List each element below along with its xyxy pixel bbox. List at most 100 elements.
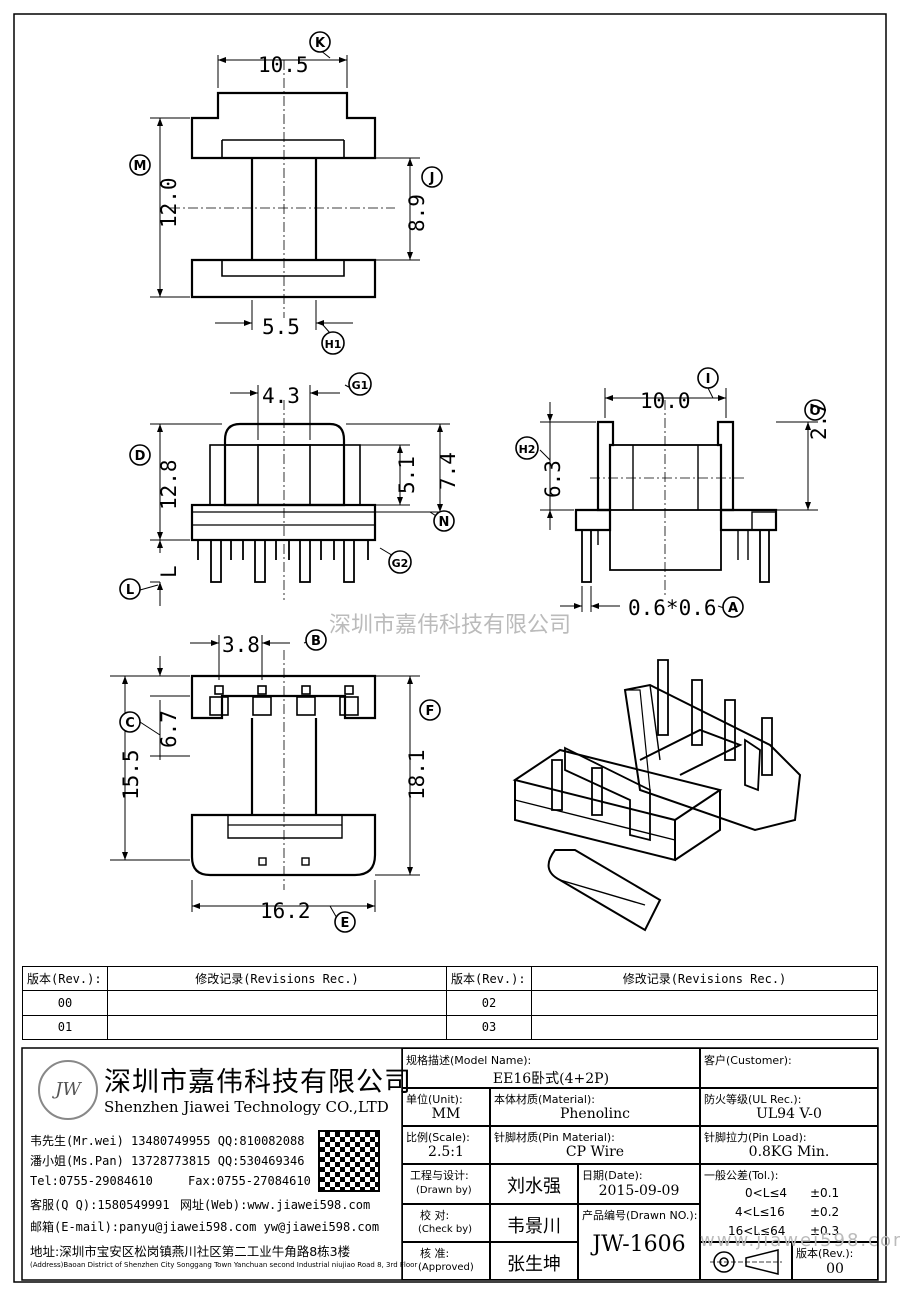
appr-value: 张生坤 [507, 1254, 561, 1275]
scale-label: 比例(Scale): [406, 1131, 470, 1144]
cell-appr-value [490, 1242, 578, 1280]
view-bottom [190, 650, 377, 890]
tol2-range: 4<L≤16 [735, 1205, 785, 1219]
check-value: 韦景川 [507, 1216, 561, 1237]
svg-text:E: E [341, 916, 350, 931]
tol1-range: 0<L≤4 [745, 1186, 788, 1200]
rev-value: 00 [826, 1261, 844, 1277]
tol3-value: ±0.3 [810, 1224, 840, 1238]
email: 邮箱(E-mail):panyu@jiawei598.com yw@jiawei… [30, 1220, 380, 1234]
revisions-table: 版本(Rev.): 修改记录(Revisions Rec.) 版本(Rev.):… [22, 965, 878, 1041]
rev-03: 03 [446, 1014, 532, 1041]
contact-pan: 潘小姐(Ms.Pan) 13728773815 QQ:530469346 [30, 1154, 305, 1168]
svg-text:L: L [126, 583, 134, 598]
drawn-label-en: (Drawn by) [416, 1185, 472, 1196]
cell-projection [700, 1242, 792, 1280]
address-en: (Address)Baoan District of Shenzhen City… [30, 1261, 418, 1269]
marker-B: B [305, 629, 327, 651]
ul-label: 防火等级(UL Rec.): [704, 1093, 802, 1106]
cell-material [490, 1088, 700, 1126]
cell-drawn-label [402, 1164, 490, 1204]
rev-rec-header: 修改记录(Revisions Rec.) [107, 965, 447, 992]
marker-K: K [309, 31, 331, 53]
website: 网址(Web):www.jiawei598.com [180, 1198, 371, 1212]
dim-5-1: 5.1 [395, 456, 419, 494]
marker-E: E [334, 911, 356, 933]
watermark: 深圳市嘉伟科技有限公司 [329, 613, 571, 638]
model-value: EE16卧式(4+2P) [492, 1071, 610, 1087]
pin-value: CP Wire [565, 1144, 625, 1160]
dim-6-3: 6.3 [541, 460, 565, 498]
cell-customer [700, 1048, 878, 1088]
unit-value: MM [431, 1106, 461, 1122]
dim-18-1: 18.1 [405, 749, 429, 800]
marker-C: C [119, 711, 141, 733]
marker-A: A [722, 596, 744, 618]
marker-O: O [804, 399, 826, 421]
cell-tol [700, 1164, 878, 1242]
drawn-value: 刘水强 [507, 1176, 561, 1197]
dim-10-0: 10.0 [640, 389, 691, 413]
marker-J: J [421, 166, 443, 188]
dim-6-7: 6.7 [157, 710, 181, 748]
drawn-label: 工程与设计: [410, 1169, 469, 1182]
dim-3-8: 3.8 [222, 633, 260, 657]
view-side [574, 400, 778, 595]
check-label-en: (Check by) [418, 1224, 473, 1235]
tel: Tel:0755-29084610 [30, 1174, 153, 1188]
svg-text:B: B [311, 634, 321, 649]
cell-scale [402, 1126, 490, 1164]
svg-text:K: K [315, 36, 326, 51]
rev-header: 版本(Rev.): [22, 965, 108, 992]
dim-15-5: 15.5 [119, 749, 143, 800]
dim-L: L [157, 565, 181, 578]
cell-model [402, 1048, 700, 1088]
cell-drawno [578, 1204, 700, 1280]
pin-label: 针脚材质(Pin Material): [494, 1131, 615, 1144]
fax: Fax:0755-27084610 [188, 1174, 311, 1188]
svg-text:A: A [728, 601, 738, 616]
svg-text:M: M [134, 159, 147, 174]
marker-H1: H1 [321, 331, 345, 355]
dim-2-7: 2.7 [807, 402, 831, 440]
cell-check-value [490, 1204, 578, 1242]
marker-L: L [119, 578, 141, 600]
marker-H2: H2 [515, 436, 539, 460]
marker-I: I [697, 367, 719, 389]
dim-12-0: 12.0 [157, 177, 181, 228]
cell-ul [700, 1088, 878, 1126]
qr-code-icon [318, 1130, 380, 1192]
view-front [190, 400, 377, 600]
svg-text:H1: H1 [325, 338, 342, 351]
contact-wei: 韦先生(Mr.wei) 13480749955 QQ:810082088 [30, 1134, 305, 1148]
rev-label: 版本(Rev.): [796, 1247, 854, 1260]
watermark-url: www.jiawei598.com [700, 1230, 900, 1251]
model-label: 规格描述(Model Name): [406, 1054, 532, 1067]
check-label: 校 对: [420, 1209, 450, 1222]
dim-10-5: 10.5 [258, 53, 309, 77]
date-label: 日期(Date): [582, 1169, 643, 1182]
dim-7-4: 7.4 [436, 452, 460, 490]
drawno-value: JW-1606 [592, 1232, 686, 1257]
svg-text:I: I [706, 372, 711, 387]
cell-pin [490, 1126, 700, 1164]
rev-rec-header-2: 修改记录(Revisions Rec.) [531, 965, 878, 992]
ul-value: UL94 V-0 [756, 1106, 822, 1122]
cell-appr-label [402, 1242, 490, 1280]
dim-8-9: 8.9 [405, 194, 429, 232]
load-value: 0.8KG Min. [748, 1144, 830, 1160]
material-value: Phenolinc [560, 1106, 630, 1122]
customer-label: 客户(Customer): [704, 1054, 792, 1067]
drawno-label: 产品编号(Drawn NO.): [582, 1209, 698, 1222]
marker-M: M [129, 154, 151, 176]
cell-load [700, 1126, 878, 1164]
svg-text:G2: G2 [392, 557, 409, 570]
unit-label: 单位(Unit): [406, 1093, 463, 1106]
svg-text:N: N [439, 515, 450, 530]
appr-label: 核 准: [420, 1247, 450, 1260]
marker-D: D [129, 444, 151, 466]
cell-check-label [402, 1204, 490, 1242]
cell-date [578, 1164, 700, 1204]
dim-5-5: 5.5 [262, 315, 300, 339]
